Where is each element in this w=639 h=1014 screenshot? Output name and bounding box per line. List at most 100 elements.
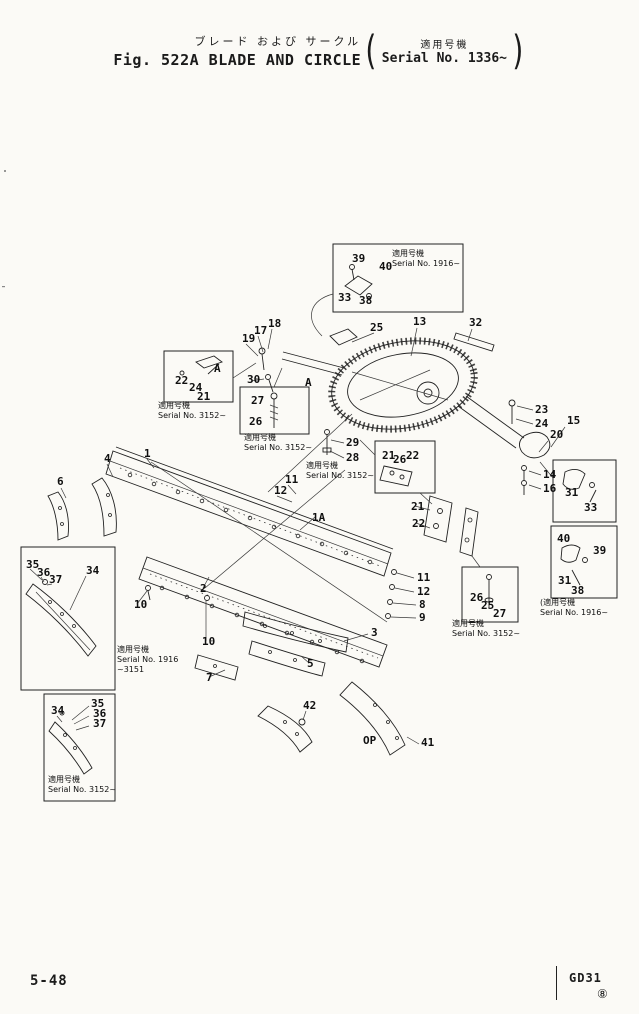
callout-16: 16 — [543, 482, 557, 495]
callout-23: 23 — [535, 403, 548, 416]
callout-14: 14 — [543, 468, 557, 481]
callout-11: 11 — [417, 571, 431, 584]
callout-15: 15 — [567, 414, 580, 427]
callout-5: 5 — [307, 657, 314, 670]
paren-close: ) — [512, 28, 524, 74]
circle-support-brackets — [423, 495, 479, 557]
callout-38: 38 — [359, 294, 372, 307]
callout-3: 3 — [371, 626, 378, 639]
callout-24: 24 — [189, 381, 203, 394]
blade-backup-band — [138, 556, 397, 668]
figure-title-left: ブレード および サークル Fig. 522A BLADE AND CIRCLE — [113, 33, 361, 69]
callout-37: 37 — [93, 717, 106, 730]
callout-21: 21 — [382, 449, 396, 462]
callout-24: 24 — [535, 417, 549, 430]
title-japanese: ブレード および サークル — [194, 35, 362, 48]
callout-OP: OP — [363, 734, 377, 747]
callout-1A: 1A — [312, 511, 326, 524]
callout-22: 22 — [175, 374, 188, 387]
callout-33: 33 — [584, 501, 597, 514]
callout-6: 6 — [57, 475, 64, 488]
detail-box-21-26-22 — [374, 440, 436, 494]
callout-10: 10 — [202, 635, 215, 648]
callout-41: 41 — [421, 736, 435, 749]
callout-21: 21 — [197, 390, 211, 403]
detail-box-end-bit-late — [43, 693, 116, 802]
svg-text:適用号機: 適用号機 — [452, 618, 484, 628]
callout-8: 8 — [419, 598, 426, 611]
callout-22: 22 — [406, 449, 419, 462]
callout-31: 31 — [565, 486, 579, 499]
callout-1: 1 — [144, 447, 151, 460]
callout-7: 7 — [206, 671, 213, 684]
detail-box-end-bit-early — [20, 546, 116, 691]
svg-text:適用号機: 適用号機 — [392, 248, 424, 258]
callout-38: 38 — [571, 584, 584, 597]
svg-text:適用号機: 適用号機 — [117, 644, 149, 654]
bolt-29-28 — [322, 429, 332, 455]
scan-specks — [2, 170, 6, 288]
callout-17: 17 — [254, 324, 267, 337]
callout-10: 10 — [134, 598, 147, 611]
figure-title: ブレード および サークル Fig. 522A BLADE AND CIRCLE… — [0, 28, 639, 74]
model-code: GD31 — [556, 966, 639, 1000]
title-english: Fig. 522A BLADE AND CIRCLE — [113, 51, 362, 69]
callout-12: 12 — [274, 484, 287, 497]
detail-box-mid-left — [163, 350, 234, 403]
callout-19: 19 — [242, 332, 255, 345]
svg-text:Serial No. 1916~: Serial No. 1916~ — [540, 608, 608, 617]
blade-main — [105, 446, 394, 577]
page-number: 5-48 — [30, 973, 68, 989]
callout-22: 22 — [412, 517, 425, 530]
svg-text:Serial No. 1916: Serial No. 1916 — [117, 655, 178, 664]
callout-26: 26 — [249, 415, 263, 428]
callout-36: 36 — [93, 707, 107, 720]
svg-text:適用号機: 適用号機 — [158, 400, 190, 410]
svg-text:Serial No. 3152~: Serial No. 3152~ — [158, 411, 226, 420]
callout-25: 25 — [370, 321, 383, 334]
svg-text:Serial No. 3152~: Serial No. 3152~ — [244, 443, 312, 452]
construction-lines — [150, 413, 388, 623]
callout-42: 42 — [303, 699, 316, 712]
detail-boxes — [20, 243, 618, 802]
callout-39: 39 — [593, 544, 606, 557]
svg-text:適用号機: 適用号機 — [244, 432, 276, 442]
callout-21: 21 — [411, 500, 425, 513]
svg-text:適用号機: 適用号機 — [48, 774, 80, 784]
callout-36: 36 — [37, 566, 51, 579]
callout-4: 4 — [104, 452, 111, 465]
svg-text:Serial No. 3152~: Serial No. 3152~ — [48, 785, 116, 794]
callout-27: 27 — [251, 394, 264, 407]
svg-text:Serial No. 3152~: Serial No. 3152~ — [306, 471, 374, 480]
callout-40: 40 — [557, 532, 570, 545]
callout-39: 39 — [352, 252, 365, 265]
callout-34: 34 — [51, 704, 65, 717]
circle-ring-gear — [328, 337, 478, 433]
detail-box-26-25-27 — [461, 566, 519, 623]
callout-29: 29 — [346, 436, 359, 449]
svg-text:~3151: ~3151 — [117, 665, 144, 674]
callout-20: 20 — [550, 428, 563, 441]
svg-text:適用号機: 適用号機 — [306, 460, 338, 470]
callout-28: 28 — [346, 451, 359, 464]
detail-box-top — [332, 243, 464, 313]
callout-A: A — [305, 376, 312, 389]
callout-32: 32 — [469, 316, 482, 329]
serial-group-label-jp: 適用号機 — [420, 40, 469, 51]
paren-open: ( — [365, 28, 377, 74]
sheet-mark: ⑧ — [597, 987, 608, 1001]
callout-34: 34 — [86, 564, 100, 577]
serial-group-label-en: Serial No. 1336~ — [381, 51, 508, 66]
callout-35: 35 — [91, 697, 104, 710]
